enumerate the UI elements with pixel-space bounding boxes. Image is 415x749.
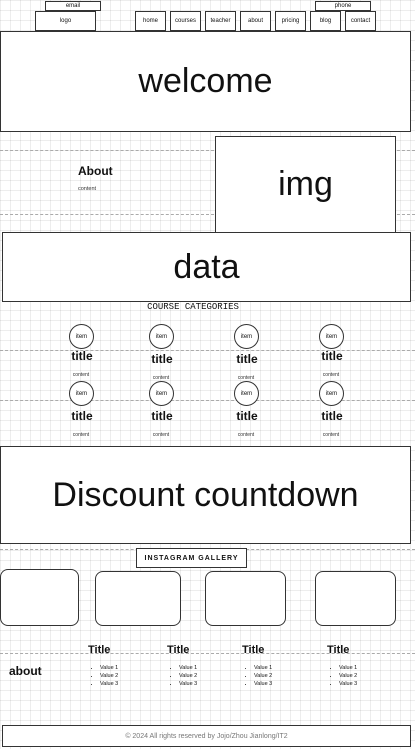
phone-link[interactable]: phone bbox=[315, 1, 371, 11]
category-title: title bbox=[236, 409, 258, 423]
categories-heading: COURSE CATEGORIES bbox=[147, 302, 239, 312]
nav-about[interactable]: about bbox=[240, 11, 271, 31]
category-icon[interactable]: item bbox=[234, 381, 259, 406]
footer-list: Value 1 Value 2 Value 3 bbox=[167, 664, 237, 688]
category-title: title bbox=[71, 409, 93, 423]
hero-banner: welcome bbox=[0, 31, 411, 132]
guide-line bbox=[0, 350, 415, 351]
guide-line bbox=[0, 150, 415, 151]
category-title: title bbox=[321, 409, 343, 423]
about-heading: About bbox=[78, 164, 113, 178]
footer-column: Title Value 1 Value 2 Value 3 bbox=[242, 644, 312, 688]
data-banner: data bbox=[2, 232, 411, 302]
category-content: content bbox=[72, 372, 90, 378]
category-title: title bbox=[151, 352, 173, 366]
copyright-bar: © 2024 All rights reserved by Jojo/Zhou … bbox=[2, 725, 411, 747]
category-icon[interactable]: item bbox=[69, 324, 94, 349]
footer-column-title: Title bbox=[327, 644, 350, 656]
category-icon[interactable]: item bbox=[69, 381, 94, 406]
category-content: content bbox=[72, 432, 90, 438]
footer-column-title: Title bbox=[88, 644, 111, 656]
category-content: content bbox=[237, 375, 255, 381]
about-content: content bbox=[78, 186, 97, 192]
footer-column: Title Value 1 Value 2 Value 3 bbox=[167, 644, 237, 688]
category-title: title bbox=[151, 409, 173, 423]
category-title: title bbox=[71, 349, 93, 363]
copyright-text: © 2024 All rights reserved by Jojo/Zhou … bbox=[125, 732, 288, 740]
nav-blog[interactable]: blog bbox=[310, 11, 341, 31]
category-content: content bbox=[152, 432, 170, 438]
category-title: title bbox=[236, 352, 258, 366]
footer-column: Title Value 1 Value 2 Value 3 bbox=[88, 644, 158, 688]
nav-home[interactable]: home bbox=[135, 11, 166, 31]
footer-list-item[interactable]: Value 2 bbox=[179, 672, 237, 680]
footer-list: Value 1 Value 2 Value 3 bbox=[242, 664, 312, 688]
footer-list-item[interactable]: Value 3 bbox=[254, 680, 312, 688]
category-icon[interactable]: item bbox=[149, 381, 174, 406]
category-icon[interactable]: item bbox=[319, 381, 344, 406]
category-content: content bbox=[322, 432, 340, 438]
nav-courses[interactable]: courses bbox=[170, 11, 201, 31]
category-icon[interactable]: item bbox=[319, 324, 344, 349]
logo[interactable]: logo bbox=[35, 11, 96, 31]
footer-list-item[interactable]: Value 3 bbox=[179, 680, 237, 688]
category-icon[interactable]: item bbox=[234, 324, 259, 349]
footer-column: Title Value 1 Value 2 Value 3 bbox=[327, 644, 397, 688]
about-image: img bbox=[215, 136, 396, 233]
footer-list-item[interactable]: Value 2 bbox=[339, 672, 397, 680]
category-content: content bbox=[237, 432, 255, 438]
guide-line bbox=[0, 653, 415, 654]
gallery-image[interactable] bbox=[315, 571, 396, 626]
footer-list: Value 1 Value 2 Value 3 bbox=[327, 664, 397, 688]
gallery-image[interactable] bbox=[0, 569, 79, 626]
instagram-heading: INSTAGRAM GALLERY bbox=[136, 548, 247, 568]
hero-text: welcome bbox=[138, 62, 273, 100]
footer-list-item[interactable]: Value 1 bbox=[254, 664, 312, 672]
footer-list-item[interactable]: Value 3 bbox=[339, 680, 397, 688]
footer-list-item[interactable]: Value 1 bbox=[339, 664, 397, 672]
nav-teacher[interactable]: teacher bbox=[205, 11, 236, 31]
nav-pricing[interactable]: pricing bbox=[275, 11, 306, 31]
footer-column-title: Title bbox=[242, 644, 265, 656]
category-content: content bbox=[322, 372, 340, 378]
about-image-label: img bbox=[278, 165, 333, 203]
nav-contact[interactable]: contact bbox=[345, 11, 376, 31]
data-banner-text: data bbox=[173, 247, 240, 286]
footer-column-title: Title bbox=[167, 644, 190, 656]
category-content: content bbox=[152, 375, 170, 381]
guide-line bbox=[0, 214, 415, 215]
discount-text: Discount countdown bbox=[52, 475, 359, 514]
category-icon[interactable]: item bbox=[149, 324, 174, 349]
footer-list-item[interactable]: Value 1 bbox=[100, 664, 158, 672]
footer-list-item[interactable]: Value 2 bbox=[100, 672, 158, 680]
footer-list-item[interactable]: Value 3 bbox=[100, 680, 158, 688]
footer-list-item[interactable]: Value 2 bbox=[254, 672, 312, 680]
category-title: title bbox=[321, 349, 343, 363]
discount-banner: Discount countdown bbox=[0, 446, 411, 544]
gallery-image[interactable] bbox=[95, 571, 181, 626]
gallery-image[interactable] bbox=[205, 571, 286, 626]
footer-list-item[interactable]: Value 1 bbox=[179, 664, 237, 672]
footer-list: Value 1 Value 2 Value 3 bbox=[88, 664, 158, 688]
guide-line bbox=[0, 400, 415, 401]
footer-about[interactable]: about bbox=[9, 664, 42, 678]
email-link[interactable]: email bbox=[45, 1, 101, 11]
